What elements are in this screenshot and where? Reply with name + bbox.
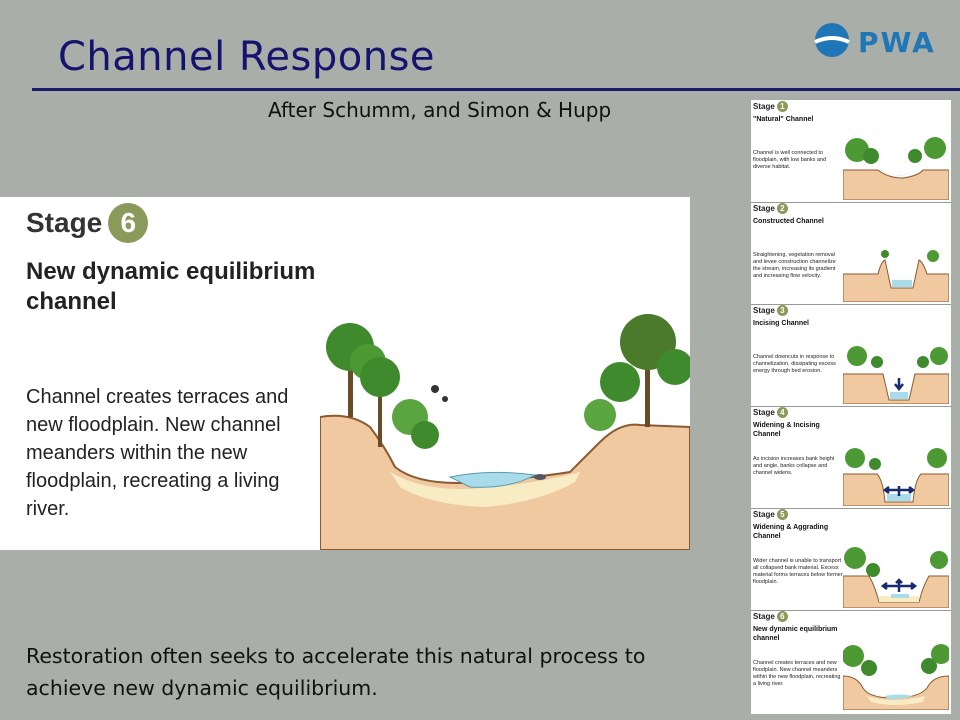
stage-label-text: Stage	[753, 102, 775, 111]
stage-label-text: Stage	[753, 612, 775, 621]
stage-heading: "Natural" Channel	[753, 116, 814, 123]
subtitle: After Schumm, and Simon & Hupp	[268, 98, 612, 122]
stage-number: 2	[776, 203, 788, 214]
main-heading: New dynamic equilibrium channel	[26, 258, 316, 315]
down-arrow-icon	[894, 378, 904, 392]
stage-label-text: Stage	[753, 510, 775, 519]
stage-5-illustration	[843, 547, 949, 608]
tree-cluster-right	[584, 314, 690, 431]
stage-3-illustration	[843, 346, 949, 404]
stage-body: Channel creates terraces and new floodpl…	[753, 660, 841, 687]
stage-label-text: Stage	[753, 408, 775, 417]
stage-number: 4	[776, 407, 788, 418]
widening-arrows-icon	[882, 486, 916, 496]
stage-body: Wider channel is unable to transport all…	[753, 558, 843, 585]
main-stage-text: Stage	[26, 207, 103, 238]
stage-heading: Widening & Aggrading Channel	[753, 524, 829, 540]
stage-body: Channel is well connected to floodplain,…	[753, 150, 827, 170]
stage-number: 1	[776, 101, 788, 112]
caption-text: Restoration often seeks to accelerate th…	[26, 644, 646, 700]
stage-2-illustration	[843, 250, 949, 302]
tree-cluster-left	[326, 323, 439, 449]
stage-body: As incision increases bank height and an…	[753, 456, 835, 476]
stage-number: 6	[776, 611, 788, 622]
stage-1-illustration	[843, 137, 949, 200]
stage-heading: New dynamic equilibrium channel	[753, 626, 838, 642]
globe-icon	[814, 23, 850, 57]
stage-number: 3	[776, 305, 788, 316]
pwa-logo: PWA	[812, 20, 952, 64]
stage-6-illustration	[843, 644, 949, 710]
stage-heading: Constructed Channel	[753, 218, 824, 225]
stage-body: Straightening, vegetation removal and le…	[753, 252, 836, 279]
stage-label-text: Stage	[753, 204, 775, 213]
main-stage-number: 6	[108, 203, 149, 243]
slide-title: Channel Response	[58, 34, 436, 80]
logo-text: PWA	[858, 26, 936, 59]
stage-4-illustration	[843, 448, 949, 506]
stage-heading: Widening & Incising Channel	[753, 422, 820, 438]
stage-number: 5	[776, 509, 788, 520]
stage-body: Channel downcuts in response to channeli…	[753, 354, 836, 374]
aggrading-arrows-icon	[880, 578, 918, 592]
title-rule	[32, 88, 960, 91]
stage-heading: Incising Channel	[753, 320, 810, 327]
channel-cross-section-illustration	[320, 314, 690, 550]
stage-label-text: Stage	[753, 306, 775, 315]
main-body: Channel creates terraces and new floodpl…	[26, 386, 289, 520]
